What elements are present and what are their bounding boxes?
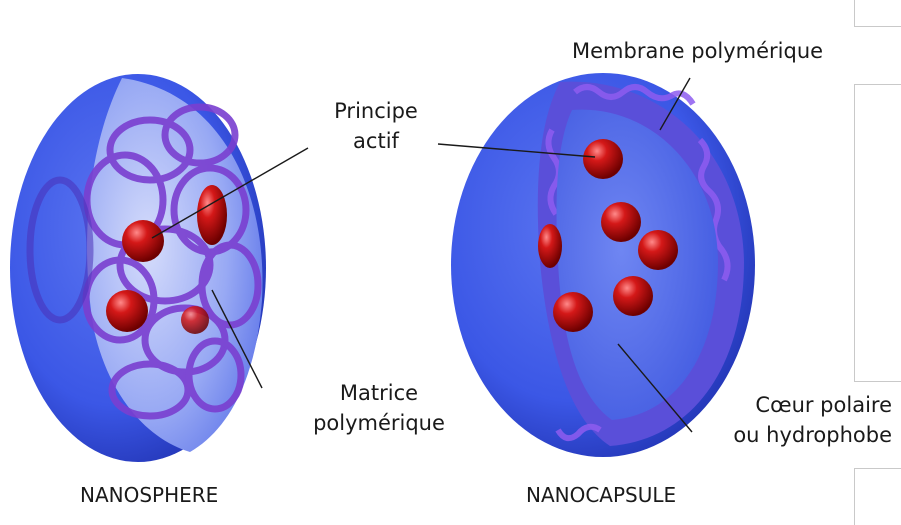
- label-principe-actif-line1: Principe: [308, 96, 444, 126]
- drug-particle: [553, 292, 593, 332]
- drug-particle: [122, 220, 164, 262]
- label-membrane: Membrane polymérique: [572, 36, 823, 66]
- drug-particle: [613, 276, 653, 316]
- drug-particle: [538, 224, 562, 268]
- label-matrice: Matrice polymérique: [296, 378, 462, 438]
- drug-particle: [181, 306, 209, 334]
- drug-particle: [197, 185, 227, 245]
- nanosphere-particle: [10, 74, 266, 462]
- label-coeur-line2: ou hydrophobe: [700, 420, 892, 450]
- label-matrice-line1: Matrice: [296, 378, 462, 408]
- label-matrice-line2: polymérique: [296, 408, 462, 438]
- drug-particle: [638, 230, 678, 270]
- label-principe-actif: Principe actif: [308, 96, 444, 156]
- label-principe-actif-line2: actif: [308, 126, 444, 156]
- label-coeur-line1: Cœur polaire: [700, 390, 892, 420]
- drug-particle: [106, 290, 148, 332]
- label-coeur: Cœur polaire ou hydrophobe: [700, 390, 892, 450]
- drug-particle: [583, 139, 623, 179]
- label-nanocapsule: NANOCAPSULE: [526, 480, 676, 510]
- drug-particle: [601, 202, 641, 242]
- label-nanosphere: NANOSPHERE: [80, 480, 218, 510]
